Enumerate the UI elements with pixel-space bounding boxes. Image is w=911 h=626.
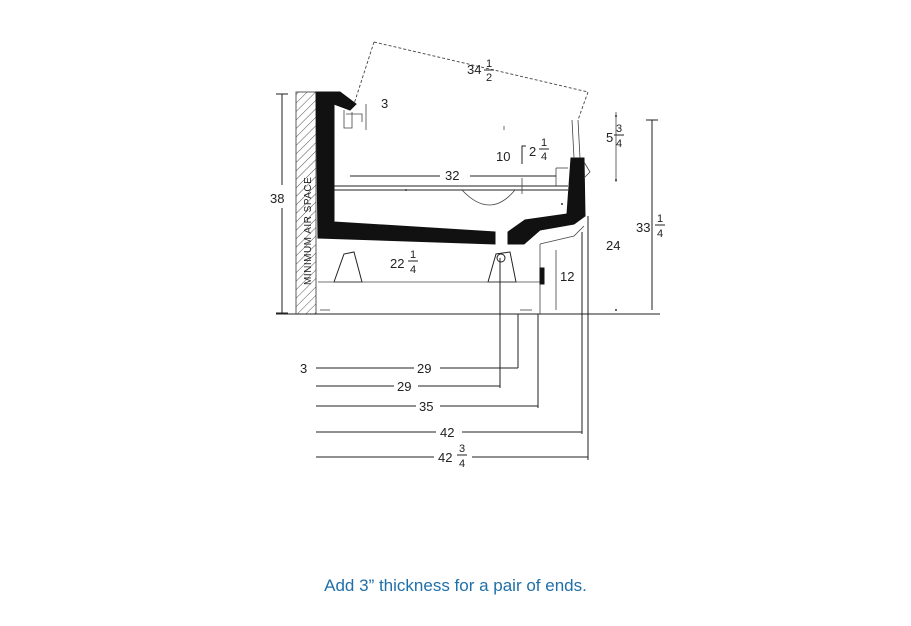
case-body xyxy=(315,91,586,245)
dimension-22-quarter-num: 1 xyxy=(410,249,416,261)
dimension-42-3-4-den: 4 xyxy=(459,458,465,470)
dimension-22-quarter-den: 4 xyxy=(410,264,416,276)
dimension-10: 10 xyxy=(496,149,510,164)
dimension-2-quarter-den: 4 xyxy=(541,151,547,163)
dimension-33-quarter-num: 1 xyxy=(657,213,663,225)
dimension-24: 24 xyxy=(606,238,620,253)
dimension-34-half-den: 2 xyxy=(486,72,492,84)
dimension-33-quarter-line xyxy=(646,119,658,310)
top-rail xyxy=(343,110,363,129)
support-left xyxy=(333,251,363,283)
dimension-3-top: 3 xyxy=(381,96,388,111)
case-cross-section-diagram: MINIMUM AIR SPACE 38 32 xyxy=(270,41,665,470)
front-glass-post xyxy=(571,119,591,179)
dimension-3-left: 3 xyxy=(300,361,307,376)
dimension-12: 12 xyxy=(560,269,574,284)
dimension-29-b: 29 xyxy=(397,379,411,394)
dimension-2-quarter-whole: 2 xyxy=(529,144,536,159)
dimension-5-3-4-whole: 5 xyxy=(606,130,613,145)
dimension-22-quarter-whole: 22 xyxy=(390,256,404,271)
dimension-33-quarter-whole: 33 xyxy=(636,220,650,235)
extension-lines xyxy=(499,216,589,460)
wall-label: MINIMUM AIR SPACE xyxy=(303,177,314,285)
dimension-10-bracket xyxy=(521,145,526,164)
dimension-34-half-line xyxy=(353,41,589,121)
dimension-42-3-4-whole: 42 xyxy=(438,450,452,465)
dimension-5-3-4-den: 4 xyxy=(616,138,622,150)
front-panel xyxy=(539,225,585,245)
dimension-34-half-num: 1 xyxy=(486,58,492,70)
caption-note: Add 3” thickness for a pair of ends. xyxy=(324,576,587,595)
dimension-2-quarter-num: 1 xyxy=(541,137,547,149)
shelf xyxy=(334,167,568,191)
dimension-42-3-4-num: 3 xyxy=(459,443,465,455)
dimension-38: 38 xyxy=(270,191,284,206)
dimension-29-a: 29 xyxy=(417,361,431,376)
dimension-32: 32 xyxy=(445,168,459,183)
front-latch xyxy=(539,267,545,285)
support-right xyxy=(487,251,517,283)
dimension-33-quarter-den: 4 xyxy=(657,228,663,240)
shelf-arc xyxy=(461,189,516,206)
dimension-34-half-whole: 34 xyxy=(467,62,481,77)
dimension-38-line xyxy=(276,93,288,314)
dimension-42: 42 xyxy=(440,425,454,440)
dimension-35: 35 xyxy=(419,399,433,414)
dimension-5-3-4-num: 3 xyxy=(616,123,622,135)
reference-dots xyxy=(405,115,617,311)
